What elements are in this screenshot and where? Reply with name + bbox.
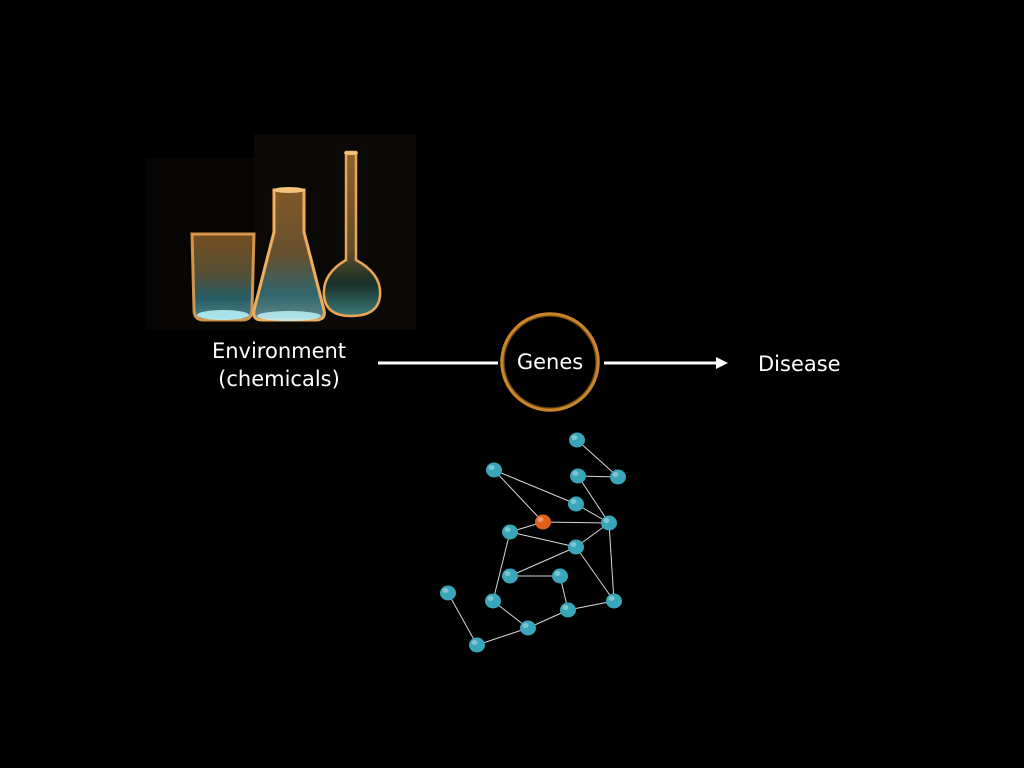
network-node-highlight — [570, 499, 577, 504]
network-node-highlight — [572, 471, 579, 476]
network-node-highlight — [442, 588, 449, 593]
network-node-highlight — [522, 623, 529, 628]
network-node — [570, 468, 586, 484]
laboratory-glassware-image — [146, 134, 416, 330]
network-edge — [576, 439, 619, 478]
genes-circle — [500, 312, 600, 412]
network-edge — [542, 521, 610, 524]
network-node — [502, 524, 518, 540]
network-node — [520, 620, 536, 636]
network-node — [552, 568, 568, 584]
network-edge — [575, 546, 615, 602]
network-node-highlight — [504, 571, 511, 576]
network-node-highlighted — [535, 514, 551, 530]
network-edge — [493, 469, 577, 505]
network-node-highlight — [488, 465, 495, 470]
environment-label-line1: Environment — [211, 339, 347, 363]
volumetric-flask-shape — [322, 150, 382, 318]
network-node — [502, 568, 518, 584]
network-edge — [577, 475, 610, 524]
network-node — [485, 593, 501, 609]
network-node-highlight — [554, 571, 561, 576]
network-node — [601, 515, 617, 531]
network-edge — [476, 627, 529, 646]
network-node-highlight — [603, 518, 610, 523]
network-node-highlight — [612, 472, 619, 477]
network-node-highlight — [608, 596, 615, 601]
network-node-highlight — [487, 596, 494, 601]
erlenmeyer-flask-shape — [252, 187, 326, 322]
network-node — [569, 432, 585, 448]
network-node-highlight — [571, 435, 578, 440]
network-edge — [493, 469, 544, 523]
environment-label: Environment (chemicals) — [198, 337, 360, 393]
network-node — [469, 637, 485, 653]
network-node — [560, 602, 576, 618]
genes-to-disease-arrow — [604, 357, 728, 369]
network-node — [568, 539, 584, 555]
network-node-highlight — [562, 605, 569, 610]
network-node-highlight — [504, 527, 511, 532]
network-node-highlight — [471, 640, 478, 645]
disease-label: Disease — [758, 352, 841, 376]
network-node — [568, 496, 584, 512]
network-node — [486, 462, 502, 478]
network-node-highlight — [537, 517, 544, 522]
network-edge — [608, 522, 615, 602]
network-edge — [492, 531, 511, 602]
genes-label: Genes — [516, 350, 584, 374]
network-node-highlight — [570, 542, 577, 547]
network-node — [610, 469, 626, 485]
environment-label-line2: (chemicals) — [218, 367, 340, 391]
network-edge — [509, 531, 577, 548]
network-edge — [447, 592, 478, 646]
beaker-shape — [190, 232, 256, 322]
gene-network-diagram — [440, 432, 626, 653]
network-node — [606, 593, 622, 609]
network-node — [440, 585, 456, 601]
network-edge — [509, 546, 577, 577]
